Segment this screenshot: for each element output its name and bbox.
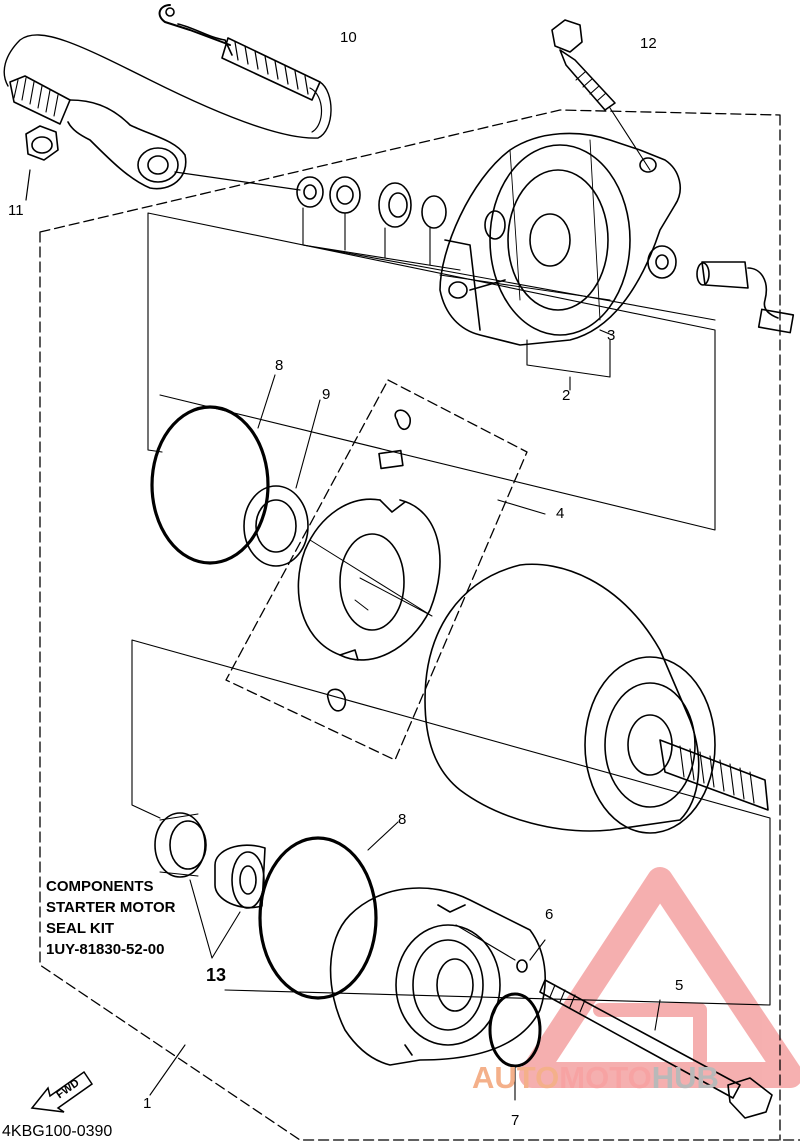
part-label-8-lower: 8 [398,811,407,828]
rear-washers-set [296,176,716,321]
o-ring-part-8-lower [258,836,378,1000]
part-label-9: 9 [322,386,331,403]
leader-13 [189,879,241,959]
parts-set-outline-dashed [225,379,528,761]
seal-kit-note: COMPONENTS STARTER MOTOR SEAL KIT 1UY-81… [46,876,175,960]
part-label-12: 12 [640,35,657,52]
part-label-3: 3 [607,327,616,344]
o-ring-part-7 [488,992,542,1068]
assembly-outline-dashed [39,109,800,1141]
part-label-5: 5 [675,977,684,994]
bracket-lower [131,639,771,1006]
part-label-8-upper: 8 [275,357,284,374]
kit-note-line1: COMPONENTS [46,878,154,895]
watermark-part3: HUB [651,1060,719,1095]
part-label-1: 1 [143,1095,152,1112]
watermark-logo-shape [519,867,800,1088]
leader-3 [599,329,613,336]
part-label-10: 10 [340,29,357,46]
kit-note-line4: 1UY-81830-52-00 [46,941,165,958]
oil-seal-part-13 [154,812,207,878]
part-label-6: 6 [545,906,554,923]
kit-note-line2: STARTER MOTOR [46,899,176,916]
bolt-part-12 [551,19,651,171]
leader-boot [174,171,301,191]
needle-bearing-part-13 [214,844,266,909]
part-label-7: 7 [511,1112,520,1129]
brush-plate-part-4 [297,409,546,712]
watermark-part2: MOTO [559,1060,652,1095]
leader-8-upper [257,374,276,429]
yoke-armature [424,563,769,834]
leader-11 [25,169,31,201]
fwd-arrow-icon: FWD [28,1058,96,1123]
washer-part-9 [243,399,321,567]
leader-1 [149,1044,186,1096]
part-label-2: 2 [562,387,571,404]
part-label-13: 13 [206,965,227,985]
watermark-part1: AUTO [472,1060,560,1095]
leader-8-lower [367,821,399,851]
rear-cover-part-2 [439,132,681,346]
front-cover [329,887,546,1066]
diagram-code: 4KBG100-0390 [2,1123,113,1140]
bracket-2-3 [526,339,611,391]
o-ring-part-8-upper [150,405,270,565]
part-label-4: 4 [556,505,565,522]
lead-wire-part-10 [3,4,332,139]
bracket-upper [147,212,716,531]
part-label-11: 11 [8,202,24,219]
o-ring-part-6 [516,959,528,973]
terminal-boot [9,75,187,190]
nut-part-11 [25,125,59,161]
watermark-text: AUTOMOTOHUB [472,1062,719,1093]
kit-note-line3: SEAL KIT [46,920,115,937]
terminal-bolt-insulator [696,261,795,334]
through-bolt-part-5 [539,979,773,1119]
